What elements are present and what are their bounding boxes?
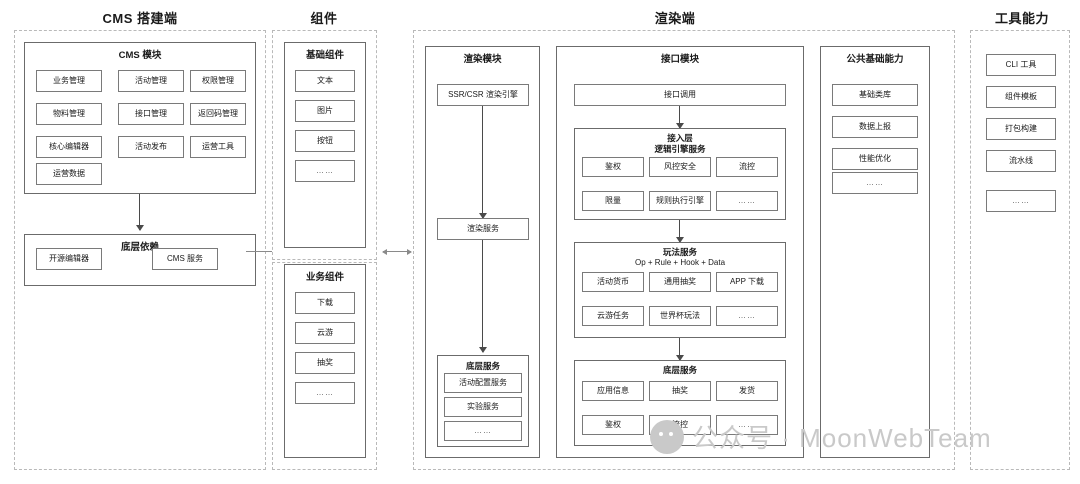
chip-access-item-4[interactable]: 规则执行引擎 <box>649 191 711 211</box>
column-title-render: 渲染端 <box>654 11 696 26</box>
connector-components-to-render <box>383 251 411 253</box>
panel-title-common-capability: 公共基础能力 <box>846 54 904 65</box>
chip-render-base-item-0[interactable]: 活动配置服务 <box>444 373 522 393</box>
chip-gameplay-item-0[interactable]: 活动货币 <box>582 272 644 292</box>
arrow-cms-module-to-base <box>139 194 141 230</box>
chip-business-item-2[interactable]: 抽奖 <box>295 352 355 374</box>
chip-api-base-item-0[interactable]: 应用信息 <box>582 381 644 401</box>
chip-basic-item-1[interactable]: 图片 <box>295 100 355 122</box>
arrow-call-to-access <box>679 106 681 128</box>
chip-cms-item-2[interactable]: 权限管理 <box>190 70 246 92</box>
chip-basic-item-0[interactable]: 文本 <box>295 70 355 92</box>
chip-cms-item-5[interactable]: 返回码管理 <box>190 103 246 125</box>
chip-gameplay-item-4[interactable]: 世界杯玩法 <box>649 306 711 326</box>
chip-cms-item-7[interactable]: 活动发布 <box>118 136 184 158</box>
chip-access-item-1[interactable]: 风控安全 <box>649 157 711 177</box>
chip-cms-item-6[interactable]: 核心编辑器 <box>36 136 102 158</box>
group-title-api-base: 底层服务 <box>662 365 697 375</box>
chip-cms-item-1[interactable]: 活动管理 <box>118 70 184 92</box>
chip-cms-item-0[interactable]: 业务管理 <box>36 70 102 92</box>
chip-access-item-0[interactable]: 鉴权 <box>582 157 644 177</box>
group-title-render-base: 底层服务 <box>465 361 500 371</box>
chip-gameplay-item-3[interactable]: 云游任务 <box>582 306 644 326</box>
group-subtitle-gameplay: Op + Rule + Hook + Data <box>634 257 726 267</box>
panel-title-cms-module: CMS 模块 <box>118 50 162 61</box>
panel-common-capability: 公共基础能力 <box>820 46 930 458</box>
group-title-gameplay: 玩法服务 <box>662 247 697 257</box>
panel-title-render-module: 渲染模块 <box>463 54 502 65</box>
chip-business-item-1[interactable]: 云游 <box>295 322 355 344</box>
arrow-service-to-base <box>482 240 484 352</box>
chip-cms-base-item-1[interactable]: CMS 服务 <box>152 248 218 270</box>
panel-title-api-module: 接口模块 <box>660 54 699 65</box>
chip-tools-item-1[interactable]: 组件模板 <box>986 86 1056 108</box>
chip-api-call[interactable]: 接口调用 <box>574 84 786 106</box>
chip-gameplay-item-1[interactable]: 通用抽奖 <box>649 272 711 292</box>
chip-api-base-item-5[interactable]: …… <box>716 415 778 435</box>
chip-render-service[interactable]: 渲染服务 <box>437 218 529 240</box>
chip-basic-item-2[interactable]: 按钮 <box>295 130 355 152</box>
chip-common-item-3[interactable]: …… <box>832 172 918 194</box>
chip-common-item-1[interactable]: 数据上报 <box>832 116 918 138</box>
chip-common-item-0[interactable]: 基础类库 <box>832 84 918 106</box>
chip-access-item-3[interactable]: 限量 <box>582 191 644 211</box>
chip-gameplay-item-5[interactable]: …… <box>716 306 778 326</box>
group-title-access-layer: 接入层 逻辑引擎服务 <box>654 133 706 154</box>
arrow-engine-to-service <box>482 106 484 218</box>
chip-cms-item-8[interactable]: 运营工具 <box>190 136 246 158</box>
chip-render-base-item-1[interactable]: 实验服务 <box>444 397 522 417</box>
panel-title-cms-base: 底层依赖 <box>120 242 159 253</box>
chip-api-base-item-3[interactable]: 鉴权 <box>582 415 644 435</box>
column-title-tools: 工具能力 <box>994 11 1049 26</box>
chip-api-base-item-4[interactable]: 流控 <box>649 415 711 435</box>
chip-render-base-item-2[interactable]: …… <box>444 421 522 441</box>
chip-gameplay-item-2[interactable]: APP 下载 <box>716 272 778 292</box>
panel-title-basic-components: 基础组件 <box>305 50 344 61</box>
chip-common-item-2[interactable]: 性能优化 <box>832 148 918 170</box>
chip-cms-item-4[interactable]: 接口管理 <box>118 103 184 125</box>
chip-cms-item-9[interactable]: 运营数据 <box>36 163 102 185</box>
column-title-components: 组件 <box>310 11 338 26</box>
chip-basic-item-3[interactable]: …… <box>295 160 355 182</box>
chip-tools-item-4[interactable]: …… <box>986 190 1056 212</box>
chip-render-engine[interactable]: SSR/CSR 渲染引擎 <box>437 84 529 106</box>
chip-access-item-2[interactable]: 流控 <box>716 157 778 177</box>
chip-tools-item-0[interactable]: CLI 工具 <box>986 54 1056 76</box>
chip-tools-item-2[interactable]: 打包构建 <box>986 118 1056 140</box>
chip-api-base-item-2[interactable]: 发货 <box>716 381 778 401</box>
chip-cms-item-3[interactable]: 物料管理 <box>36 103 102 125</box>
chip-api-base-item-1[interactable]: 抽奖 <box>649 381 711 401</box>
connector-cms-to-components <box>246 251 276 253</box>
column-title-cms: CMS 搭建端 <box>102 11 178 26</box>
arrow-gameplay-to-base <box>679 338 681 360</box>
chip-business-item-3[interactable]: …… <box>295 382 355 404</box>
chip-business-item-0[interactable]: 下载 <box>295 292 355 314</box>
chip-cms-base-item-0[interactable]: 开源编辑器 <box>36 248 102 270</box>
chip-tools-item-3[interactable]: 流水线 <box>986 150 1056 172</box>
panel-title-business-components: 业务组件 <box>305 272 344 283</box>
arrow-access-to-gameplay <box>679 220 681 242</box>
chip-access-item-5[interactable]: …… <box>716 191 778 211</box>
